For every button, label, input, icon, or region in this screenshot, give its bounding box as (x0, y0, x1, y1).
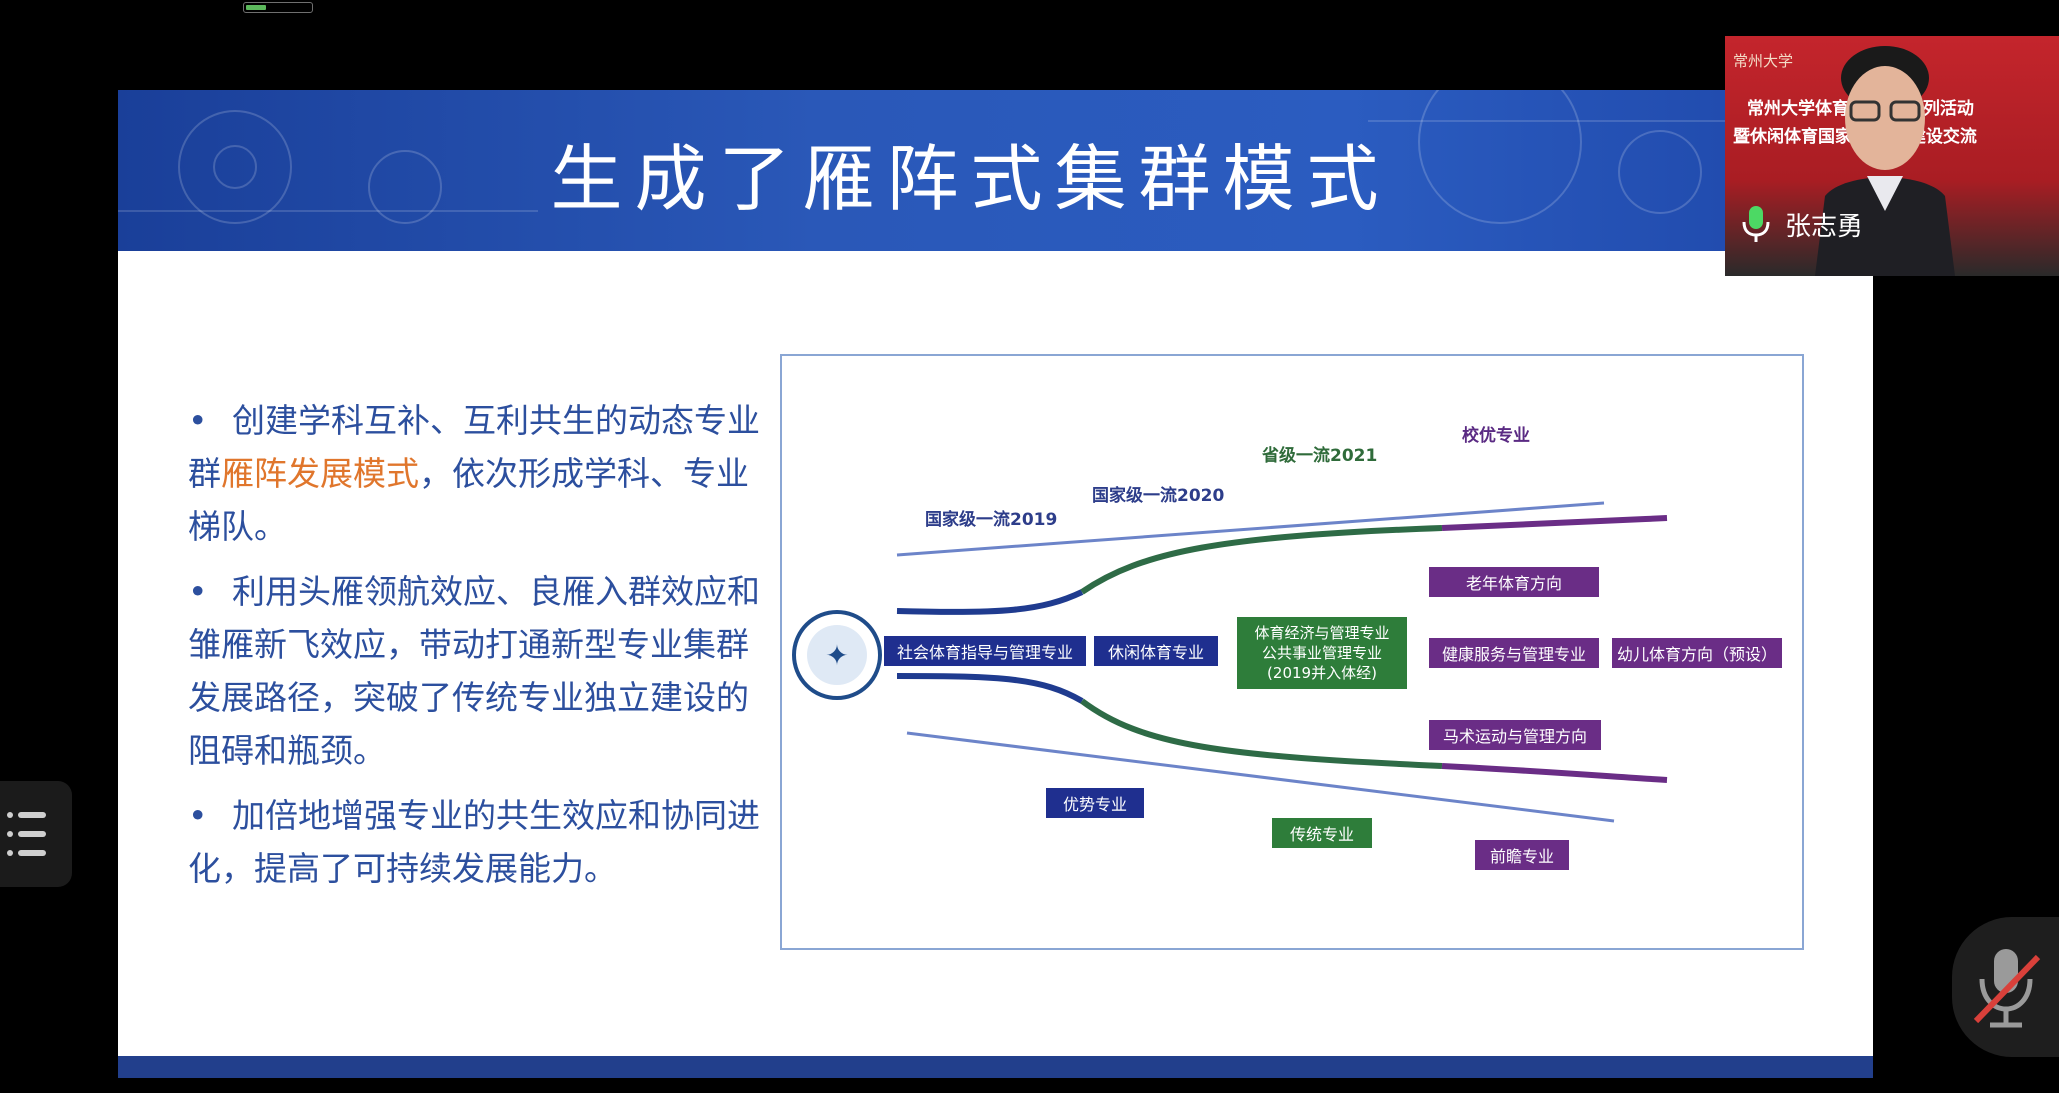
list-menu-button[interactable] (0, 781, 72, 887)
box-line: 公共事业管理专业 (1261, 644, 1382, 662)
diagram-lines (896, 501, 1668, 823)
banner-decoration (368, 150, 442, 224)
lower-stream-green (1080, 698, 1443, 769)
slide-title: 生成了雁阵式集群模式 (550, 137, 1391, 221)
bullet-dot: • (188, 572, 208, 611)
list-menu-icon (7, 812, 46, 856)
box-leisure-sports: 休闲体育专业 (1094, 636, 1218, 666)
label-national-2019: 国家级一流2019 (925, 510, 1058, 530)
speaker-name-bar: 张志勇 (1725, 202, 2059, 246)
speaker-name: 张志勇 (1785, 211, 1864, 242)
box-social-sports: 社会体育指导与管理专业 (884, 636, 1086, 666)
banner-decoration (178, 110, 292, 224)
microphone-icon (1742, 206, 1770, 242)
status-indicator (243, 2, 313, 13)
bullet-text: 创建学科互补、互利共生的动态专业群 (188, 401, 760, 493)
box-elderly-sports: 老年体育方向 (1429, 567, 1599, 597)
microphone-muted-icon (1973, 949, 2041, 1028)
upper-stream-blue (896, 589, 1084, 616)
bullet-list: •创建学科互补、互利共生的动态专业群雁阵发展模式，依次形成学科、专业梯队。 •利… (188, 394, 778, 907)
video-university-logo: 常州大学 (1733, 52, 1794, 70)
bullet-dot: • (188, 796, 208, 835)
label-national-2020: 国家级一流2020 (1092, 486, 1225, 506)
cluster-diagram: ✦ 国家级一流2019 国家级一流2020 省级一流2021 校优专业 社会体育… (780, 354, 1804, 950)
label-advantage: 优势专业 (1046, 788, 1144, 818)
mute-microphone-button[interactable] (1952, 917, 2059, 1057)
speaker-video-tile[interactable]: 常州大学 常州大学体育学 周年系列活动 暨休闲体育国家级 专业建设交流 张志勇 (1725, 36, 2059, 276)
bullet-text: 加倍地增强专业的共生效应和协同进化，提高了可持续发展能力。 (188, 796, 760, 888)
speaker-body (1815, 177, 1955, 276)
banner-decoration (1368, 120, 1868, 122)
bullet-item: •创建学科互补、互利共生的动态专业群雁阵发展模式，依次形成学科、专业梯队。 (188, 394, 778, 553)
label-prospective: 前瞻专业 (1475, 840, 1569, 870)
slide-banner: 生成了雁阵式集群模式 (118, 90, 1873, 251)
speaker-collar (1867, 176, 1903, 211)
banner-decoration (1618, 130, 1702, 214)
college-logo: ✦ (792, 610, 882, 700)
label-provincial-2021: 省级一流2021 (1262, 446, 1378, 466)
bullet-item: •利用头雁领航效应、良雁入群效应和雏雁新飞效应，带动打通新型专业集群发展路径，突… (188, 565, 778, 777)
bullet-item: •加倍地增强专业的共生效应和协同进化，提高了可持续发展能力。 (188, 789, 778, 895)
box-children-sports: 幼儿体育方向（预设） (1612, 638, 1782, 668)
box-health-services: 健康服务与管理专业 (1429, 638, 1599, 668)
slide-bottom-bar (118, 1056, 1873, 1078)
banner-decoration (213, 145, 257, 189)
upper-stream-purple (1441, 515, 1668, 531)
box-sports-economics: 体育经济与管理专业 公共事业管理专业 (2019并入体经) (1237, 617, 1407, 689)
college-logo-icon: ✦ (807, 625, 867, 685)
banner-decoration (118, 210, 538, 212)
shared-slide: 生成了雁阵式集群模式 •创建学科互补、互利共生的动态专业群雁阵发展模式，依次形成… (118, 90, 1873, 1078)
box-equestrian: 马术运动与管理方向 (1429, 720, 1601, 750)
box-line: (2019并入体经) (1267, 664, 1377, 682)
speaker-avatar (1815, 46, 1955, 276)
bullet-dot: • (188, 401, 208, 440)
speaker-face (1845, 66, 1925, 170)
label-school-excellent: 校优专业 (1462, 426, 1530, 446)
speaker-glasses-left (1849, 100, 1881, 122)
lower-stream-blue (896, 673, 1084, 704)
label-traditional: 传统专业 (1272, 818, 1372, 848)
speaker-glasses-right (1889, 100, 1921, 122)
bullet-text: 利用头雁领航效应、良雁入群效应和雏雁新飞效应，带动打通新型专业集群发展路径，突破… (188, 572, 760, 770)
box-line: 体育经济与管理专业 (1254, 624, 1390, 642)
lower-boundary-line (906, 731, 1615, 823)
lower-stream-purple (1441, 763, 1668, 783)
bullet-highlight: 雁阵发展模式 (221, 454, 419, 493)
upper-boundary-line (896, 501, 1605, 557)
bullet-text: ，依次形成学科、专业梯队。 (188, 454, 749, 546)
upper-stream-green (1080, 525, 1443, 595)
status-indicator-fill (246, 5, 266, 10)
